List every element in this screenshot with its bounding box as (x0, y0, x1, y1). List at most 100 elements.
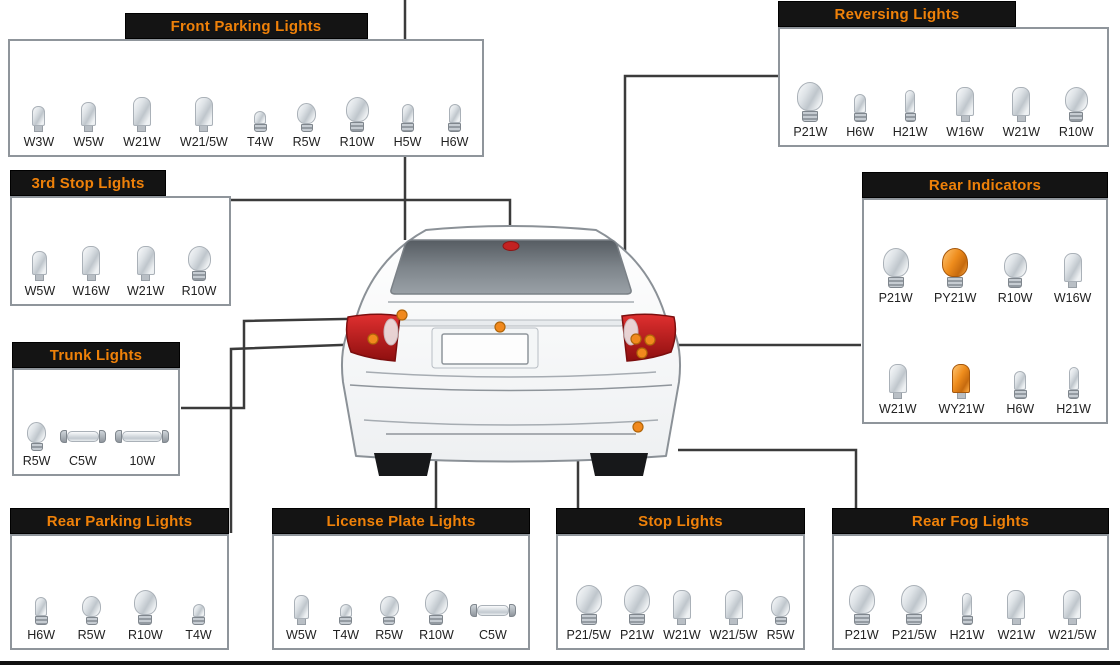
bulb-label: P21/5W (566, 628, 611, 642)
bulb-label: R10W (181, 284, 217, 298)
bulb-label: H5W (393, 135, 422, 149)
third-stop-light (502, 241, 520, 251)
bulb-label: T4W (332, 628, 360, 642)
bulb-row: P21/5W P21W W21W W21/5W R5W (558, 536, 803, 648)
bulb-label: R10W (339, 135, 375, 149)
bulb-icon (32, 251, 48, 281)
bulb-w21w: W21W (1002, 87, 1041, 139)
bulb-w5w: W5W (73, 102, 104, 149)
bulb-p21-5w: P21/5W (567, 585, 611, 642)
bulb-label: WY21W (938, 402, 985, 416)
bulb-w21-5w: W21/5W (710, 590, 758, 642)
stop-light-marker-2 (636, 347, 648, 359)
panel-body-stop-lights: P21/5W P21W W21W W21/5W R5W (556, 534, 805, 650)
bulb-icon (133, 590, 157, 625)
bulb-icon (952, 364, 971, 399)
bulb-label: W21W (663, 628, 701, 642)
bulb-label: R5W (766, 628, 795, 642)
bulb-py21w: PY21W (934, 248, 976, 305)
bulb-label: R5W (292, 135, 321, 149)
bulb-label: W16W (1053, 291, 1092, 305)
bulb-icon (771, 596, 791, 625)
panel-title-rear-parking-lights: Rear Parking Lights (10, 508, 229, 534)
car-rear-view (330, 220, 690, 492)
bulb-w21w: W21W (663, 590, 701, 642)
bulb-icon (724, 590, 743, 625)
bulb-r5w: R5W (375, 596, 403, 642)
bulb-label: R5W (22, 454, 51, 468)
bulb-label: H6W (27, 628, 56, 642)
bulb-w3w: W3W (23, 106, 55, 149)
bulb-icon (32, 106, 46, 132)
panel-body-rear-parking-lights: H6W R5W R10W T4W (10, 534, 229, 650)
bulb-w21-5w: W21/5W (1048, 590, 1096, 642)
bulb-label: W21/5W (179, 135, 228, 149)
license-plate (441, 333, 529, 365)
bulb-icon (956, 87, 975, 122)
bulb-label: R10W (128, 628, 163, 642)
panel-title-reversing-lights: Reversing Lights (778, 1, 1016, 27)
bulb-w21w: W21W (123, 97, 161, 149)
bulb-r5w: R5W (22, 422, 51, 468)
bulb-label: H21W (949, 628, 985, 642)
bulb-r10w: R10W (339, 97, 375, 149)
bulb-r5w: R5W (292, 103, 321, 149)
chrome-strip (397, 319, 625, 327)
bulb-icon (469, 604, 516, 625)
reversing-segment-left (383, 318, 399, 346)
bulb-p21w: P21W (879, 248, 913, 305)
bulb-label: W21/5W (709, 628, 758, 642)
bulb-icon (136, 246, 155, 281)
bulb-label: W3W (23, 135, 55, 149)
bulb-10w: 10W (115, 430, 170, 468)
bulb-icon (132, 97, 151, 132)
bulb-t4w: T4W (247, 111, 273, 149)
bulb-label: P21W (620, 628, 655, 642)
bulb-p21w: P21W (620, 585, 654, 642)
indicator-marker (644, 334, 656, 346)
bulb-row: H6W R5W R10W T4W (12, 536, 227, 648)
bulb-w21w: W21W (998, 590, 1035, 642)
panel-body-front-parking-lights: W3W W5W W21W W21/5W T4W R5W R10W H5W H6W (8, 39, 484, 157)
bulb-label: 10W (129, 454, 156, 468)
bulb-h6w: H6W (27, 597, 55, 642)
bulb-label: P21W (793, 125, 828, 139)
bulb-r10w: R10W (419, 590, 454, 642)
bumper-top-line (349, 384, 673, 392)
bulb-c5w: C5W (59, 430, 106, 468)
bulb-wy21w: WY21W (938, 364, 985, 416)
bottom-rule (0, 661, 1120, 665)
bulb-icon (345, 97, 369, 132)
bulb-h6w: H6W (1006, 371, 1034, 416)
bulb-h5w: H5W (393, 104, 422, 149)
bulb-label: W21W (1002, 125, 1041, 139)
bulb-icon (27, 422, 47, 451)
bulb-w21-5w: W21/5W (180, 97, 228, 149)
bulb-r5w: R5W (78, 596, 105, 642)
trunk-light-marker (396, 309, 408, 321)
license-plate-light-marker (494, 321, 506, 333)
bulb-h21w: H21W (893, 90, 928, 139)
bulb-row: W3W W5W W21W W21/5W T4W R5W R10W H5W H6W (10, 41, 482, 155)
boot-bottom-line (365, 371, 657, 378)
bulb-label: T4W (185, 628, 212, 642)
bulb-icon (1064, 87, 1088, 122)
bulb-c5w: C5W (469, 604, 516, 642)
bulb-w16w: W16W (946, 87, 984, 139)
bulb-label: R10W (419, 628, 454, 642)
bulb-h6w: H6W (846, 94, 874, 139)
bulb-label: H6W (440, 135, 469, 149)
bulb-icon (34, 597, 48, 625)
bulb-icon (1007, 590, 1026, 625)
bulb-r10w: R10W (128, 590, 163, 642)
tire-left (374, 453, 432, 476)
bulb-icon (624, 585, 651, 625)
